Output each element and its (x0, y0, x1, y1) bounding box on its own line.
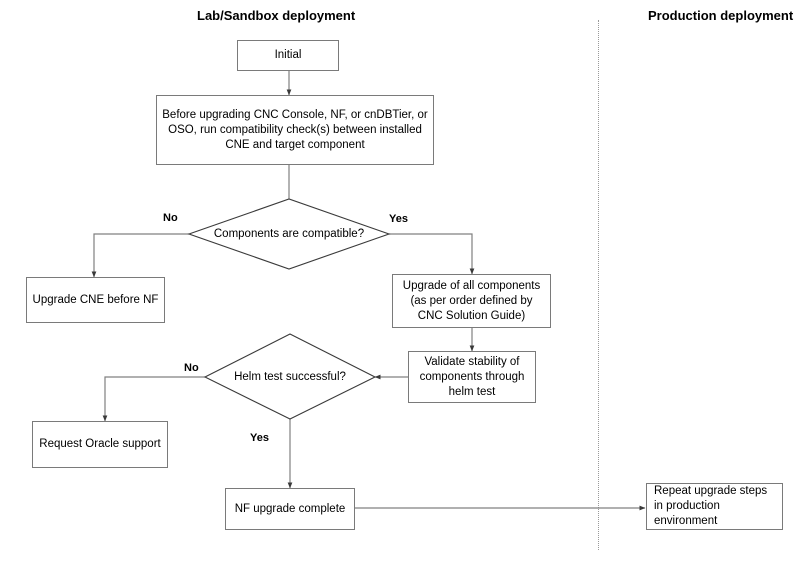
diamond-shape (203, 333, 377, 420)
node-upgrade-cne[interactable]: Upgrade CNE before NF (26, 277, 165, 323)
decision-components-compatible[interactable]: Components are compatible? (187, 198, 391, 270)
production-title: Production deployment (648, 8, 794, 23)
node-compatibility-check-label: Before upgrading CNC Console, NF, or cnD… (162, 108, 428, 151)
lab-sandbox-title: Lab/Sandbox deployment (197, 8, 356, 23)
node-initial-label: Initial (274, 49, 302, 61)
node-repeat-production[interactable]: Repeat upgrade steps in production envir… (646, 483, 783, 530)
node-upgrade-cne-label: Upgrade CNE before NF (32, 293, 159, 306)
node-upgrade-all-components-label: Upgrade of all components (as per order … (402, 279, 541, 322)
node-nf-upgrade-complete[interactable]: NF upgrade complete (225, 488, 355, 530)
node-request-oracle-support[interactable]: Request Oracle support (32, 421, 168, 468)
node-validate-stability[interactable]: Validate stability of components through… (408, 351, 536, 403)
decision-helm-test[interactable]: Helm test successful? (203, 333, 377, 420)
diamond-shape (187, 198, 391, 270)
node-validate-stability-label: Validate stability of components through… (419, 355, 525, 398)
node-request-oracle-support-label: Request Oracle support (39, 438, 161, 450)
edge-label-helm-yes: Yes (250, 432, 269, 444)
deployment-divider (598, 20, 599, 550)
node-repeat-production-label: Repeat upgrade steps in production envir… (654, 485, 768, 527)
edge-label-compat-no: No (163, 212, 178, 224)
node-upgrade-all-components[interactable]: Upgrade of all components (as per order … (392, 274, 551, 328)
decision-helm-test-label: Helm test successful? (234, 370, 346, 383)
node-initial[interactable]: Initial (237, 40, 339, 71)
edge-label-compat-yes: Yes (389, 213, 408, 225)
edge-label-helm-no: No (184, 362, 199, 374)
decision-components-compatible-label: Components are compatible? (213, 228, 365, 240)
node-compatibility-check[interactable]: Before upgrading CNC Console, NF, or cnD… (156, 95, 434, 165)
node-nf-upgrade-complete-label: NF upgrade complete (234, 502, 346, 515)
